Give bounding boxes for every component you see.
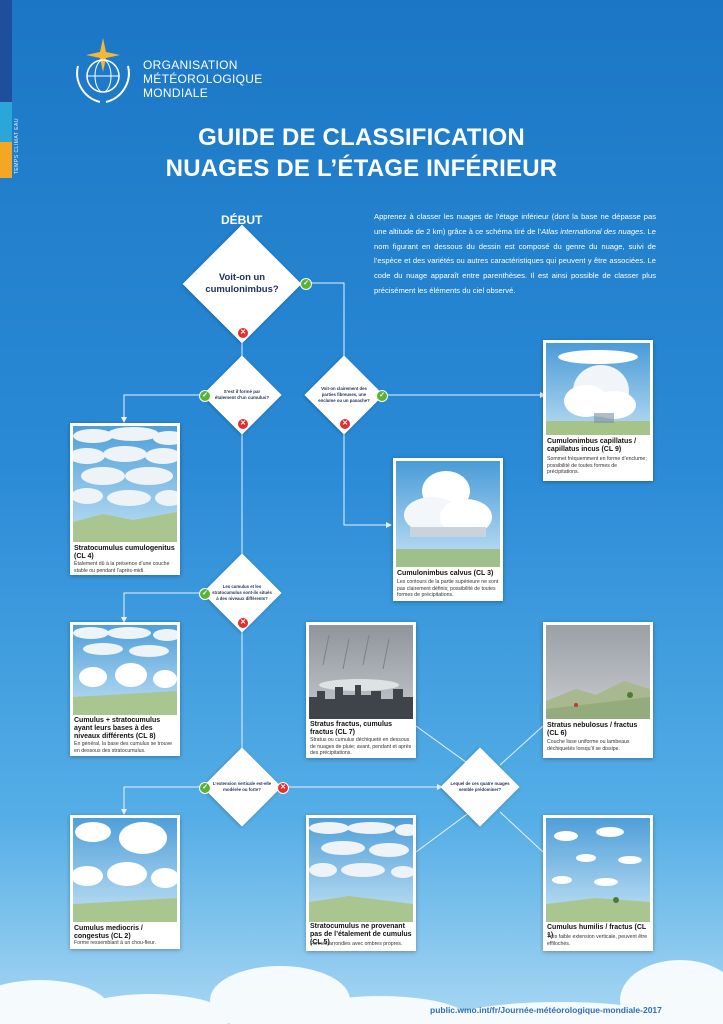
cumulonimbus-capillatus-illustration (546, 343, 650, 435)
no-icon: ✕ (237, 327, 249, 339)
yes-icon: ✓ (376, 390, 388, 402)
no-icon: ✕ (339, 418, 351, 430)
no-icon: ✕ (237, 617, 249, 629)
cumulus-mediocris-illustration (73, 818, 177, 922)
no-icon: ✕ (237, 418, 249, 430)
card-cl9: Cumulonimbus capillatus / capillatus inc… (543, 340, 653, 481)
yes-icon: ✓ (199, 782, 211, 794)
question-predominant: Lequel de ces quatre nuages semble prédo… (450, 781, 510, 792)
side-stripe-teal (0, 102, 12, 142)
yes-icon: ✓ (300, 278, 312, 290)
question-fibrous-anvil: Voit-on clairement des parties fibreuses… (318, 386, 370, 403)
organisation-name: ORGANISATION MÉTÉOROLOGIQUE MONDIALE (143, 58, 263, 100)
card-cl1: Cumulus humilis / fractus (CL 1) Très fa… (543, 815, 653, 951)
yes-icon: ✓ (199, 390, 211, 402)
stratus-fractus-illustration (309, 625, 413, 719)
card-cl6: Stratus nebulosus / fractus (CL 6) Couch… (543, 622, 653, 758)
page-title: GUIDE DE CLASSIFICATION NUAGES DE L’ÉTAG… (165, 124, 558, 182)
card-cl3: Cumulonimbus calvus (CL 3) Les contours … (393, 458, 503, 601)
footer-url[interactable]: public.wmo.int/fr/Journée-météorologique… (430, 1005, 662, 1015)
question-different-levels: Les cumulus et les stratocumulus sont-il… (212, 584, 272, 601)
wmo-logo-icon (76, 38, 130, 103)
stratocumulus-illustration (309, 818, 413, 922)
side-stripe-orange (0, 142, 12, 178)
no-icon: ✕ (277, 782, 289, 794)
card-cl2: Cumulus mediocris / congestus (CL 2) For… (70, 815, 180, 949)
yes-icon: ✓ (199, 588, 211, 600)
stratus-nebulosus-illustration (546, 625, 650, 719)
question-spread-cumulus: S’est il formé par étalement d’un cumulu… (214, 389, 270, 400)
card-cl5: Stratocumulus ne provenant pas de l’étal… (306, 815, 416, 951)
bottom-clouds (0, 960, 723, 1024)
card-cl8: Cumulus + stratocumulus ayant leurs base… (70, 622, 180, 756)
intro-paragraph: Apprenez à classer les nuages de l’étage… (374, 212, 656, 295)
side-stripe-blue (0, 0, 12, 102)
cumulus-stratocumulus-illustration (73, 625, 177, 715)
card-cl4: Stratocumulus cumulogenitus (CL 4) Étale… (70, 423, 180, 575)
cumulonimbus-calvus-illustration (396, 461, 500, 567)
question-vertical-extent: L’extension verticale est-elle modérée o… (212, 781, 272, 792)
stratocumulus-cumulogenitus-illustration (73, 426, 177, 542)
cumulus-humilis-illustration (546, 818, 650, 922)
start-label: DÉBUT (221, 213, 263, 227)
card-cl7: Stratus fractus, cumulus fractus (CL 7) … (306, 622, 416, 758)
question-cumulonimbus: Voit-on un cumulonimbus? (205, 272, 279, 295)
